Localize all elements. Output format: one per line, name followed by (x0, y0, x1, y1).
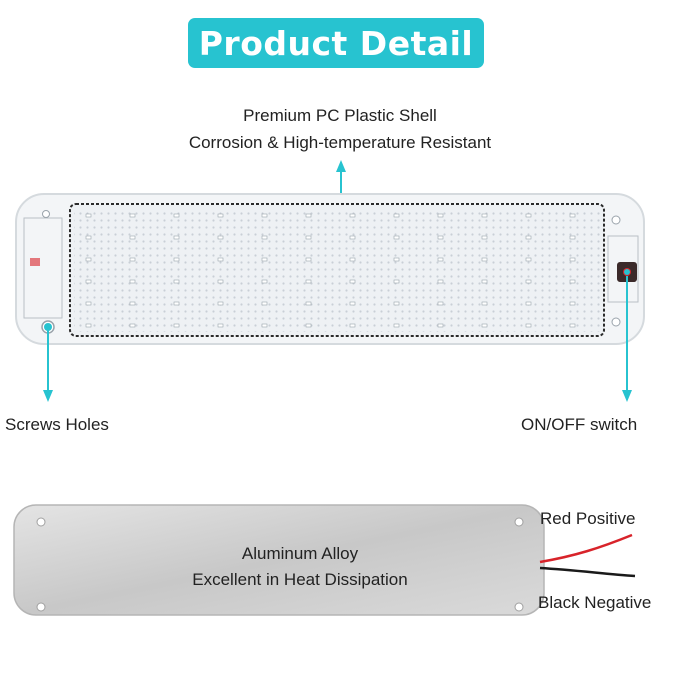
screws-holes-label: Screws Holes (5, 415, 109, 434)
product-detail-banner: Product Detail (188, 18, 484, 68)
banner-title: Product Detail (198, 23, 474, 63)
screws-arrow-icon (43, 323, 53, 402)
shell-description: Premium PC Plastic Shell Corrosion & Hig… (130, 102, 550, 156)
switch-arrow-icon (622, 269, 632, 402)
shell-line-1: Premium PC Plastic Shell (243, 106, 437, 125)
aluminum-backplate-icon (13, 504, 545, 616)
shell-line-2: Corrosion & High-temperature Resistant (188, 133, 492, 152)
on-off-switch-label: ON/OFF switch (521, 415, 638, 434)
alu-line-2: Excellent in Heat Dissipation (192, 570, 408, 589)
black-negative-label: Black Negative (538, 593, 652, 612)
led-panel-icon (15, 193, 645, 345)
alu-line-1: Aluminum Alloy (241, 544, 359, 563)
aluminum-description: Aluminum Alloy Excellent in Heat Dissipa… (140, 541, 460, 593)
wires-icon (539, 533, 636, 578)
red-positive-label: Red Positive (540, 509, 636, 528)
